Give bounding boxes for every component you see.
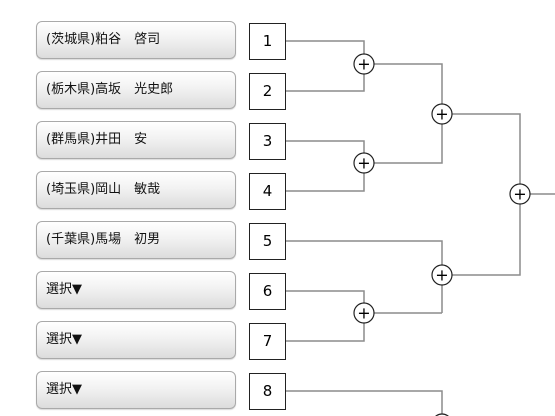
advance-button-1-2[interactable]: + bbox=[353, 53, 375, 75]
bracket-line bbox=[286, 40, 365, 92]
seed-number-1: 1 bbox=[249, 23, 286, 60]
advance-button-semifinal-top[interactable]: + bbox=[431, 103, 453, 125]
bracket-line bbox=[286, 390, 443, 416]
advance-button-3-4[interactable]: + bbox=[353, 152, 375, 174]
advance-button-6-7[interactable]: + bbox=[353, 302, 375, 324]
plus-icon: + bbox=[357, 304, 370, 323]
advance-button-5-67[interactable]: + bbox=[431, 264, 453, 286]
player-select-3[interactable]: (群馬県)井田 安 bbox=[36, 121, 236, 159]
bracket-line bbox=[442, 113, 521, 276]
plus-icon: + bbox=[435, 105, 448, 124]
plus-icon: + bbox=[357, 55, 370, 74]
player-select-6[interactable]: 選択▼ bbox=[36, 271, 236, 309]
seed-number-8: 8 bbox=[249, 373, 286, 410]
seed-number-4: 4 bbox=[249, 173, 286, 210]
seed-number-6: 6 bbox=[249, 273, 286, 310]
advance-button-final[interactable]: + bbox=[509, 183, 531, 205]
plus-icon: + bbox=[513, 185, 526, 204]
player-select-2[interactable]: (栃木県)高坂 光史郎 bbox=[36, 71, 236, 109]
player-select-8[interactable]: 選択▼ bbox=[36, 371, 236, 409]
player-select-4[interactable]: (埼玉県)岡山 敏哉 bbox=[36, 171, 236, 209]
bracket-line bbox=[286, 290, 365, 342]
seed-number-7: 7 bbox=[249, 323, 286, 360]
seed-number-5: 5 bbox=[249, 223, 286, 260]
bracket-line bbox=[286, 140, 365, 192]
bracket-line bbox=[364, 63, 443, 164]
seed-number-2: 2 bbox=[249, 73, 286, 110]
player-select-1[interactable]: (茨城県)粕谷 啓司 bbox=[36, 21, 236, 59]
seed-number-3: 3 bbox=[249, 123, 286, 160]
bracket-line bbox=[286, 240, 443, 313]
plus-icon: + bbox=[435, 266, 448, 285]
player-select-7[interactable]: 選択▼ bbox=[36, 321, 236, 359]
player-select-5[interactable]: (千葉県)馬場 初男 bbox=[36, 221, 236, 259]
plus-icon: + bbox=[357, 154, 370, 173]
